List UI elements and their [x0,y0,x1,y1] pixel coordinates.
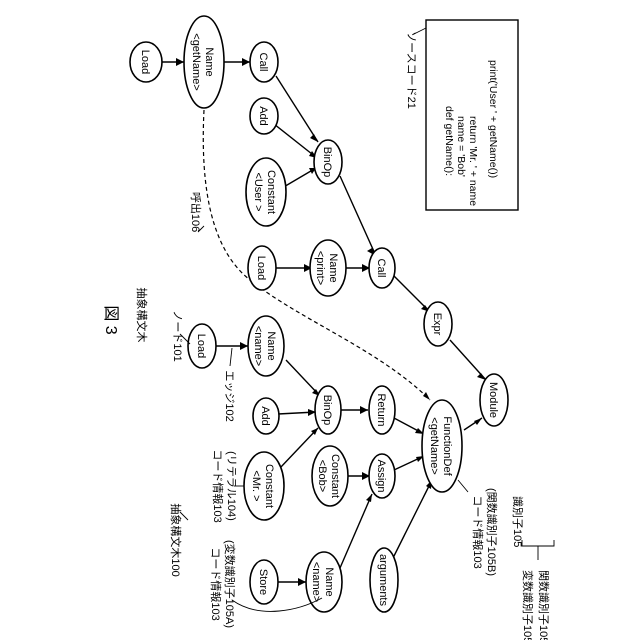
label-source-code-21: ソースコード21 [405,31,417,109]
node-label: arguments [377,554,389,606]
node-add-top: Add [250,98,278,134]
arrowhead [474,418,482,425]
node-label: <User > [252,172,264,211]
node-binop-left: BinOp [315,386,341,434]
node-label: Call [257,53,269,72]
edge-arguments-to-funcdef [390,480,432,564]
edge-name-name-bot-to-assign [340,494,372,568]
node-expr: Expr [424,302,452,346]
node-constant-user: Constant <User > [246,158,286,226]
source-line-4: print('User ' + getName()) [487,60,499,178]
node-return: Return [369,386,395,434]
node-label: Load [195,334,207,358]
source-line-1: def getName(): [443,106,455,176]
arrowhead [366,494,372,502]
node-label: Constant [263,464,275,508]
node-store: Store [250,560,278,604]
label-code-info-var-b: (変数識別子105A) [223,540,237,628]
node-label: <getName> [190,33,202,90]
node-load-left: Load [188,324,216,368]
bracket-identifier [522,540,554,546]
label-code-info-func-b: (関数識別子105B) [485,488,498,576]
node-label: Call [375,259,387,278]
node-label: Constant [329,454,341,498]
node-label: BinOp [321,395,333,426]
node-label: <Bob> [316,460,328,492]
node-label: Return [375,393,387,426]
node-label: <getName> [428,417,440,474]
source-line-3: return 'Mr. ' + name [467,116,479,206]
leader-edge-102 [230,348,232,366]
figure-number: 図 3 [102,305,119,334]
node-name-print: Name <print> [310,240,346,296]
node-label: <Mr. > [250,470,262,501]
node-label: Load [255,256,267,280]
node-constant-bob: Constant <Bob> [312,446,348,506]
arrowhead [310,134,318,142]
node-name-getname: Name <getName> [184,16,224,108]
node-label: Name [265,331,277,360]
edge-const-mr-to-binop-left [280,428,318,468]
edge-binop-top-to-call-mid [340,176,376,256]
label-var-identifier: 変数識別子105A [521,570,535,640]
node-load-mid: Load [248,246,276,290]
arrowhead [360,406,368,414]
label-code-info-literal-a: コード情報103 [211,449,224,522]
label-identifier-105: 識別子105 [511,496,524,547]
node-module: Module [480,374,508,426]
node-label: Assign [375,459,387,492]
label-func-identifier: 関数識別子105B [537,570,550,640]
source-line-2: name = 'Bob' [455,116,467,177]
label-node-101: ノード101 [171,310,183,361]
node-name-name-top: Name <name> [248,316,284,376]
node-label: <print> [314,251,326,285]
node-binop-top: BinOp [314,140,342,184]
arrowhead [298,578,306,586]
node-label: Constant [265,170,277,214]
arrowhead [240,342,248,350]
node-label: Module [487,382,499,418]
label-code-info-func-a: コード情報103 [471,495,484,568]
node-label: Name [323,567,335,596]
leader-code-info-func [458,480,468,492]
arrowhead [423,392,430,400]
node-functiondef: FunctionDef <getName> [422,400,462,492]
node-label: Name [327,253,339,282]
node-label: Name [203,47,215,76]
node-arguments: arguments [370,548,398,612]
arrowhead [176,58,184,66]
arrowhead [242,58,250,66]
label-call-106: 呼出106 [189,192,203,232]
node-add-left: Add [253,398,279,434]
node-constant-mr: Constant <Mr. > [244,452,284,520]
node-label: Add [257,106,269,126]
node-label: FunctionDef [441,416,453,476]
node-label: BinOp [321,147,333,178]
node-load-top: Load [130,42,162,82]
edge-call-to-binop-top [276,76,318,142]
node-label: <name> [310,562,322,602]
node-call-mid: Call [369,248,395,288]
leader-code-info-var [232,598,322,611]
label-edge-102: エッジ102 [223,370,235,421]
node-label: Load [139,50,151,74]
arrowhead [477,373,486,380]
node-label: Add [259,406,271,426]
node-label: <name> [252,326,264,366]
node-label: Store [257,569,269,595]
node-assign: Assign [369,454,395,498]
node-call-top: Call [250,42,278,82]
label-code-info-var-a: コード情報103 [209,547,222,620]
label-tree-100: 抽象構文木100 [169,503,183,576]
figure-subtitle: 抽象構文木 [135,288,149,343]
node-label: Expr [431,313,443,336]
